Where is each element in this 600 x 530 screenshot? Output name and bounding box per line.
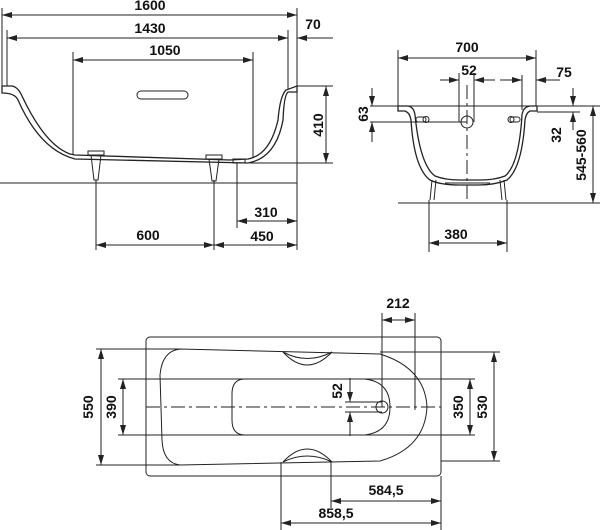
handle-right — [507, 116, 521, 123]
grip-bottom — [282, 448, 333, 463]
dim-label-450: 450 — [250, 228, 274, 244]
dim-label-75: 75 — [556, 64, 572, 80]
dim-label-700: 700 — [455, 39, 479, 55]
dim-label-70: 70 — [305, 16, 321, 32]
grip-top — [282, 351, 333, 366]
side-view: 1600 1430 70 1050 410 310 600 450 — [0, 0, 333, 250]
dim-label-350: 350 — [450, 395, 466, 419]
dim-label-380: 380 — [444, 226, 468, 242]
dim-label-584-5: 584,5 — [368, 482, 403, 498]
top-view: 212 550 390 52 350 530 584,5 858,5 — [80, 295, 500, 530]
legs-end — [429, 179, 507, 201]
dim-label-1050: 1050 — [149, 42, 180, 58]
dim-label-52-top: 52 — [329, 383, 345, 399]
leg-left — [87, 150, 105, 181]
tub-bottom-area — [231, 378, 391, 436]
dim-label-1600: 1600 — [134, 0, 165, 13]
dim-label-600: 600 — [136, 227, 160, 243]
dim-label-310: 310 — [254, 204, 278, 220]
dim-label-530: 530 — [474, 395, 490, 419]
dim-label-390: 390 — [103, 395, 119, 419]
dim-label-410: 410 — [310, 113, 326, 137]
end-view: 700 52 75 63 32 545-560 380 — [355, 39, 600, 252]
dim-label-858-5: 858,5 — [318, 505, 353, 521]
dim-label-1430: 1430 — [134, 20, 165, 36]
dim-label-52-end: 52 — [461, 62, 477, 78]
dim-label-63: 63 — [355, 106, 371, 122]
dim-label-212: 212 — [386, 295, 410, 311]
dim-label-32: 32 — [548, 127, 564, 143]
grip-handle — [136, 90, 189, 100]
dim-label-545-560: 545-560 — [573, 129, 589, 181]
dim-label-550: 550 — [80, 395, 96, 419]
leg-right — [205, 154, 223, 182]
drain-outlet — [232, 158, 246, 164]
tub-end-profile — [397, 105, 538, 186]
